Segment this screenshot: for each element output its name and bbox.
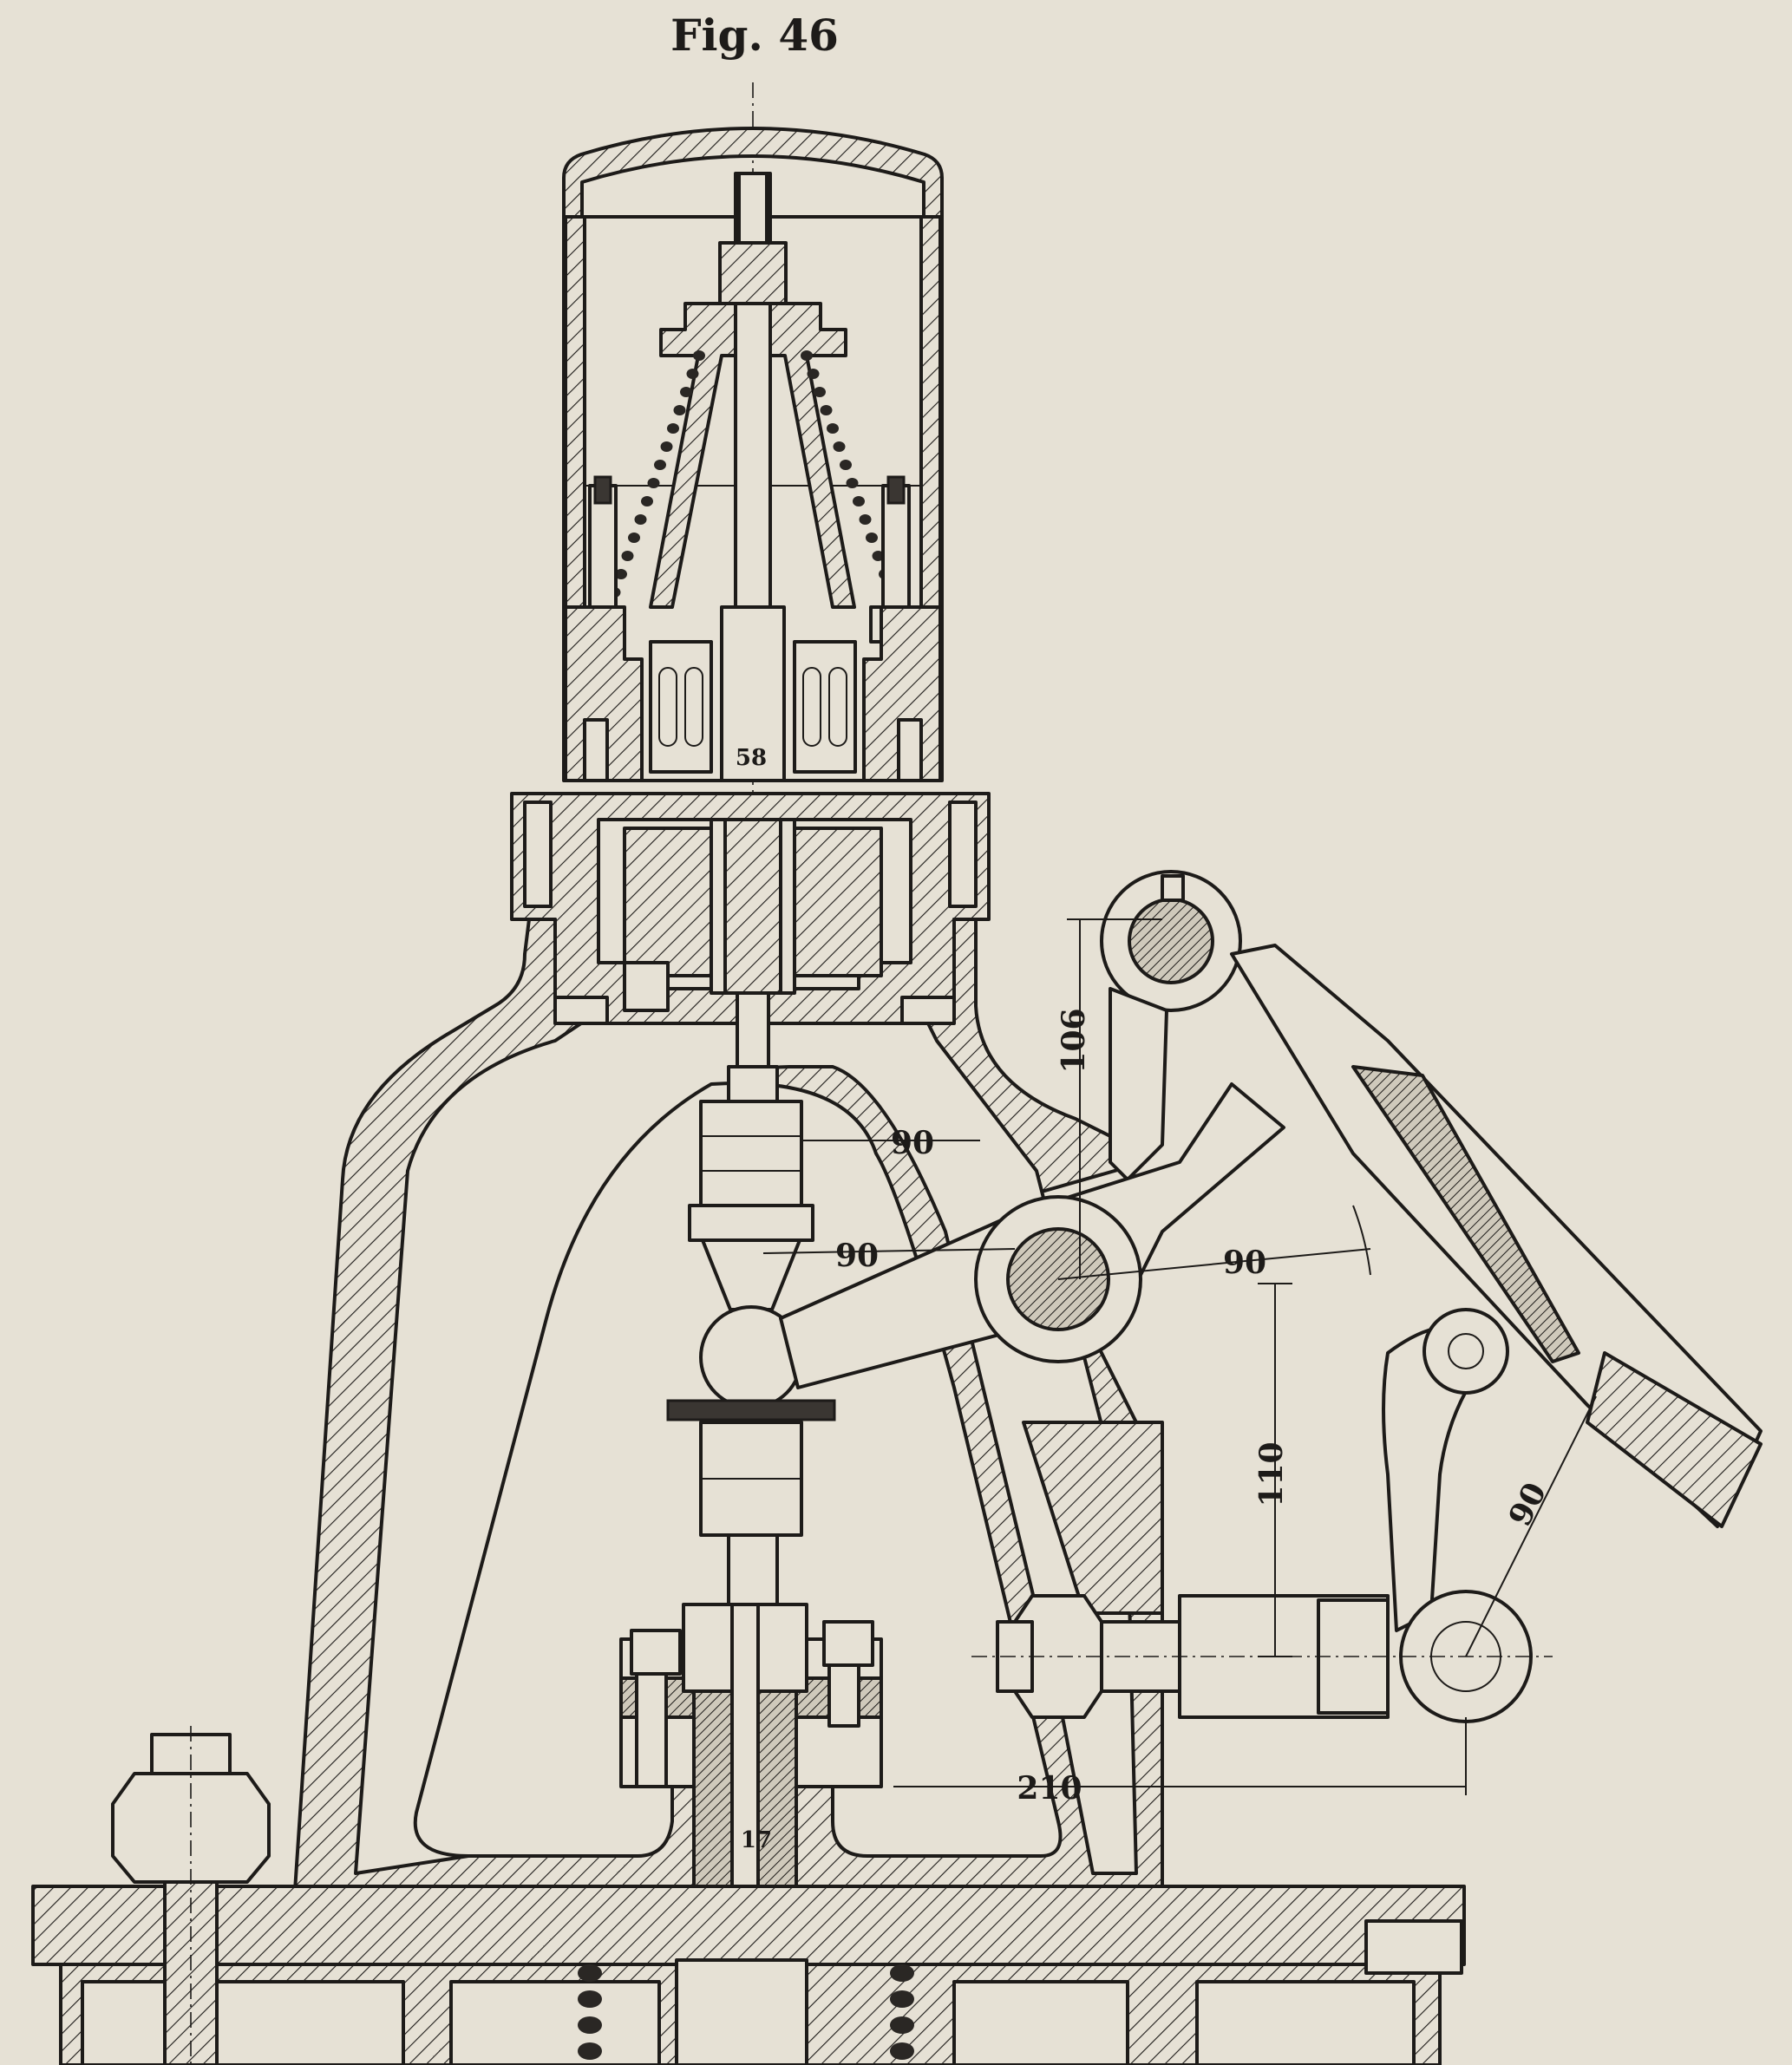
spring-coil [634, 514, 647, 525]
lever-arm-left-dimension: 90 [835, 1238, 879, 1274]
valve-body: 58 [564, 605, 942, 782]
lever-arm-right-dimension: 90 [1223, 1245, 1266, 1281]
spring-coil [827, 423, 839, 434]
piston-dimension: 58 [736, 745, 767, 771]
dimension-lines [762, 918, 1597, 1795]
spring-coil [647, 478, 660, 488]
spring-coil [693, 350, 705, 361]
valve-stem [666, 991, 836, 1615]
spring-coil [654, 460, 666, 470]
bell-crank-dimension: 106 [1056, 1008, 1092, 1073]
spring-coil [833, 441, 846, 452]
stem-nut-dimension: 90 [891, 1125, 934, 1161]
spring-coil [660, 441, 673, 452]
spring-coil [621, 551, 634, 561]
spring-coil [866, 533, 878, 543]
spring-coil [846, 478, 859, 488]
vertical-offset-dimension: 110 [1253, 1441, 1290, 1506]
link-arm-dimension: 90 [1501, 1477, 1553, 1532]
rod-dimension: 17 [741, 1827, 772, 1853]
spring-coil [801, 350, 813, 361]
spring-coil [814, 387, 826, 397]
spring-coil [853, 496, 865, 506]
spring-coil [820, 405, 833, 415]
spring-coil [615, 569, 627, 579]
horizontal-offset-dimension: 210 [1017, 1770, 1082, 1807]
spring-coil [859, 514, 872, 525]
base-plate [31, 1726, 1466, 2065]
spring-coil [667, 423, 679, 434]
spring-coil [641, 496, 653, 506]
bonnet-flange [510, 792, 991, 1025]
spring-coil [686, 369, 699, 379]
spring-coil [673, 405, 686, 415]
spring-coil [680, 387, 692, 397]
figure-caption: Fig. 46 [670, 10, 839, 61]
spring-coil [840, 460, 852, 470]
spring-coil [628, 533, 640, 543]
spring-coil [807, 369, 820, 379]
